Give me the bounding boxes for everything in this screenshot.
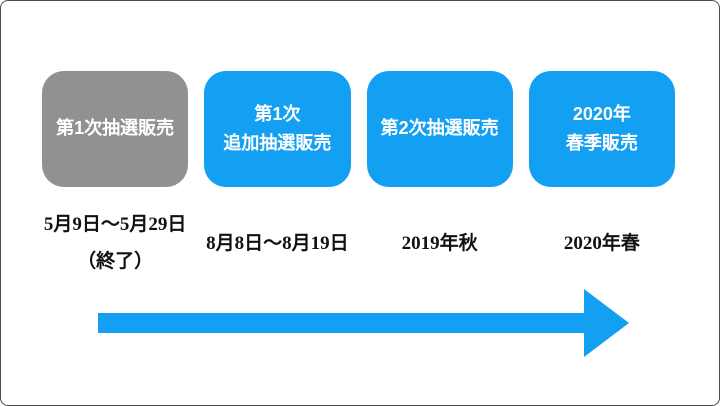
phase-box-3-label: 第2次抽選販売	[380, 118, 499, 139]
timeline-arrow-icon	[98, 289, 629, 357]
phase-date-4: 2020年春	[529, 187, 675, 299]
phase-date-2: 8月8日〜8月19日	[204, 187, 350, 299]
phase-date-2-line-1: 8月8日〜8月19日	[206, 232, 349, 254]
phase-date-3: 2019年秋	[367, 187, 513, 299]
phase-box-2-label-line-1: 第1次	[254, 103, 301, 124]
phase-date-1-line-1: 5月9日〜5月29日	[43, 214, 187, 235]
phase-date-1: 5月9日〜5月29日 （終了）	[42, 187, 188, 299]
phase-date-3-line-1: 2019年秋	[401, 232, 478, 254]
phase-column-2: 第1次 追加抽選販売 8月8日〜8月19日	[204, 71, 351, 299]
right-arrow-shape	[98, 289, 629, 357]
phase-box-4: 2020年 春季販売	[528, 71, 675, 187]
phase-box-3: 第2次抽選販売	[366, 71, 513, 187]
phase-date-1-line-2: （終了）	[77, 251, 154, 272]
phase-box-1-label: 第1次抽選販売	[56, 118, 175, 139]
phase-box-2-label-line-2: 追加抽選販売	[223, 133, 332, 153]
phase-box-4-label-line-2: 春季販売	[565, 133, 638, 153]
phase-box-2: 第1次 追加抽選販売	[204, 71, 351, 187]
phase-column-4: 2020年 春季販売 2020年春	[528, 71, 675, 299]
phase-box-4-label-line-1: 2020年	[572, 103, 631, 124]
phase-columns: 第1次抽選販売 5月9日〜5月29日 （終了） 第1次 追加抽選販売 8月8日〜…	[42, 71, 675, 299]
phase-column-1: 第1次抽選販売 5月9日〜5月29日 （終了）	[42, 71, 189, 299]
phase-date-4-line-1: 2020年春	[563, 232, 640, 254]
phase-box-1: 第1次抽選販売	[42, 71, 189, 187]
phase-column-3: 第2次抽選販売 2019年秋	[366, 71, 513, 299]
